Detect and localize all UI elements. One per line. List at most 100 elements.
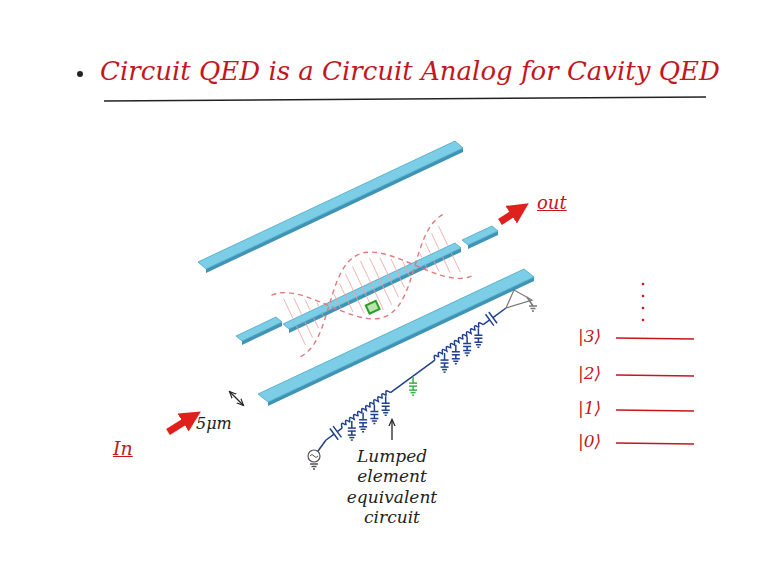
field-line [314,317,319,328]
wire [493,308,506,318]
wire [391,360,435,393]
ellipsis-dot [642,307,645,310]
ground-symbol [312,466,317,468]
field-line [387,274,398,297]
slide-title: Circuit QED is a Circuit Analog for Cavi… [100,56,720,87]
ground-symbol [532,310,534,312]
shunt-capacitor [382,402,390,404]
detector-symbol [506,290,532,308]
ground-symbol [465,352,470,354]
ground-symbol [383,412,388,414]
ground-symbol [453,361,458,363]
state-label: |2⟩ [578,363,601,383]
ground-symbol [463,350,471,352]
standing-wave [272,214,444,319]
ground-symbol [466,355,468,357]
field-line [431,233,439,249]
pointer-arrow [391,420,392,440]
ground-symbol [442,369,447,371]
ground-symbol [349,437,354,439]
ground-plane-side [268,277,534,406]
field-line [296,326,305,346]
state-label: |1⟩ [578,398,601,418]
field-line [420,254,422,258]
ground-symbol [477,346,479,348]
shunt-capacitor [412,376,414,383]
ground-symbol [310,463,318,465]
ground-symbol [444,371,446,373]
field-line [379,278,392,305]
state-label: |3⟩ [578,326,601,346]
qubit-symbol [366,301,380,314]
shunt-capacitor [463,343,471,345]
field-line [353,290,364,313]
ground-symbol [529,305,537,307]
center-conductor [236,317,282,341]
ground-symbol [452,358,460,360]
field-line [438,226,447,246]
ground-symbol [476,344,481,346]
field-line [405,266,410,277]
energy-level [616,338,694,339]
field-line [443,257,451,273]
field-line [294,298,302,314]
ground-symbol [373,423,375,425]
shunt-capacitor [348,427,356,429]
callout-label: Lumped element equivalent circuit [322,446,462,528]
ground-plane-side [206,148,463,273]
ground-symbol [474,341,482,343]
ground-symbol [313,468,315,470]
title-underline [104,97,706,101]
energy-level [616,410,694,411]
detector-wire [527,297,533,306]
shunt-capacitor [478,328,480,335]
output-arrow [500,209,520,222]
ground-plane [258,269,534,402]
ground-symbol [412,394,414,396]
wire [318,440,326,451]
state-label: |0⟩ [578,431,601,451]
field-line [344,294,352,312]
shunt-capacitor [374,405,376,412]
source-symbol [308,450,320,462]
port-label: In [113,437,133,460]
ground-symbol [409,389,417,391]
shunt-capacitor [351,421,353,428]
ground-symbol [370,418,378,420]
field-line [284,299,293,319]
shunt-capacitor [359,419,367,421]
wire [326,434,334,440]
shunt-capacitor [455,345,457,352]
dimension-label: 5μm [196,414,232,433]
ellipsis-dot [642,295,645,298]
ground-symbol [372,420,377,422]
energy-level [616,375,694,376]
shunt-capacitor [441,359,449,361]
bullet-dot [77,71,83,77]
source-symbol [310,455,318,458]
port-label: out [537,192,567,214]
shunt-capacitor [370,411,378,413]
field-line [434,261,439,272]
field-line [305,299,310,310]
field-line [317,302,319,306]
ground-plane [198,141,463,269]
ground-symbol [362,431,364,433]
ground-symbol [359,426,367,428]
field-line [425,265,427,269]
field-line [322,313,324,317]
shunt-capacitor [466,337,468,344]
ellipsis-dot [642,319,645,322]
field-line [305,322,313,338]
ground-symbol [351,439,353,441]
shunt-capacitor [474,334,482,336]
field-line [336,298,341,309]
ground-symbol [348,434,356,436]
shunt-capacitor [444,353,446,360]
ground-symbol [531,308,536,310]
shunt-capacitor [409,382,417,384]
ellipsis-dot [642,283,645,286]
dimension-arrow [230,392,243,405]
shunt-capacitor [385,396,387,403]
ground-symbol [441,366,449,368]
